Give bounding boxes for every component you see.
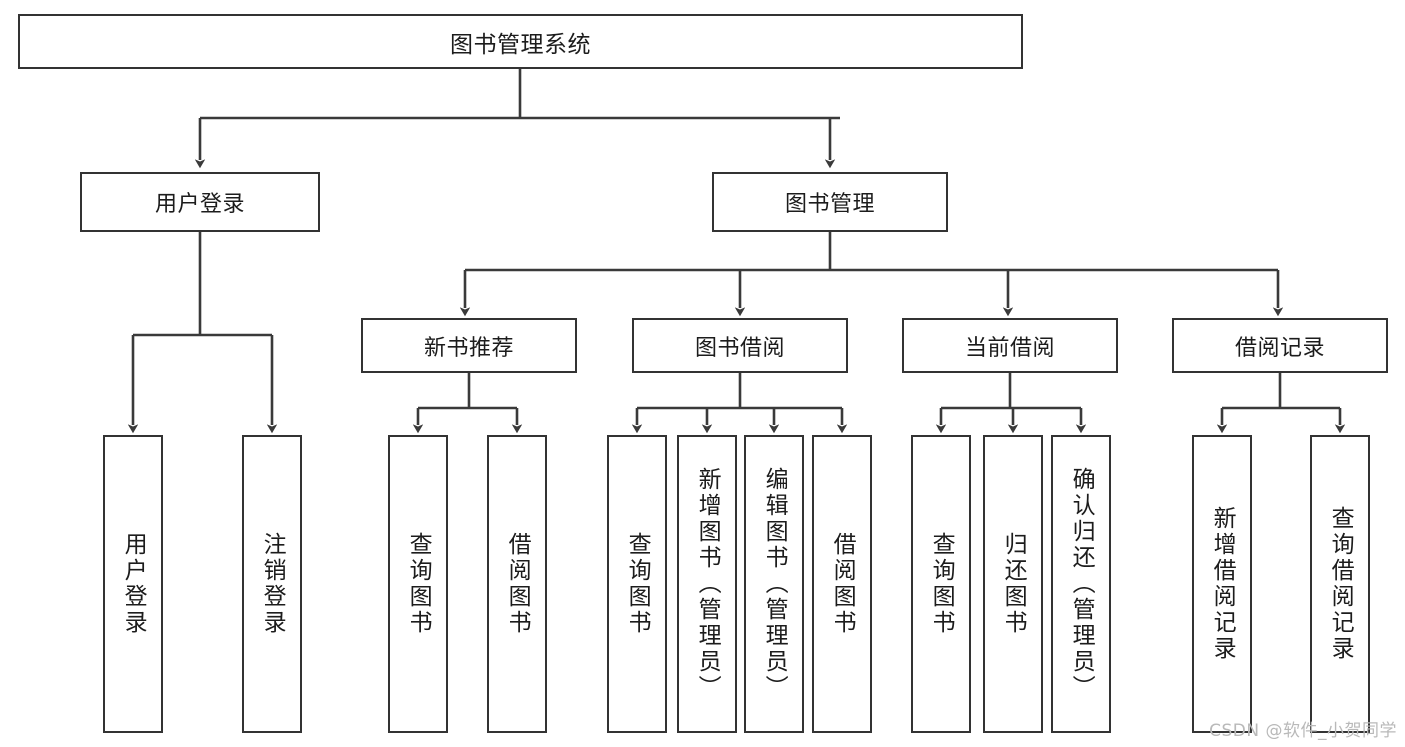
node-borrow-record[interactable]: 借阅记录 (1172, 318, 1388, 373)
node-leaf-query-borrow-record[interactable]: 查询借阅记录 (1310, 435, 1370, 733)
connector-userlogin-to-leaves (127, 232, 278, 434)
node-book-borrow[interactable]: 图书借阅 (632, 318, 848, 373)
connector-borrowrecord-to-leaves (1216, 373, 1346, 434)
node-leaf-borrow-book-1-label: 借阅图书 (504, 532, 531, 636)
node-leaf-add-borrow-record[interactable]: 新增借阅记录 (1192, 435, 1252, 733)
connector-bookmgmt-to-level3 (459, 232, 1284, 317)
node-leaf-borrow-book-2-label: 借阅图书 (829, 532, 856, 636)
node-root-label: 图书管理系统 (450, 31, 591, 58)
node-new-book-recommend[interactable]: 新书推荐 (361, 318, 577, 373)
node-leaf-query-borrow-record-label: 查询借阅记录 (1327, 506, 1354, 662)
connector-currentborrow-to-leaves (935, 373, 1087, 434)
connector-newbook-to-leaves (412, 373, 523, 434)
node-leaf-confirm-return-admin-label: 确认归还（管理员） (1068, 467, 1095, 701)
node-leaf-add-borrow-record-label: 新增借阅记录 (1209, 506, 1236, 662)
node-leaf-borrow-book-1[interactable]: 借阅图书 (487, 435, 547, 733)
node-leaf-borrow-book-2[interactable]: 借阅图书 (812, 435, 872, 733)
node-leaf-query-book-3[interactable]: 查询图书 (911, 435, 971, 733)
node-leaf-query-book-3-label: 查询图书 (928, 532, 955, 636)
node-leaf-edit-book-admin-label: 编辑图书（管理员） (761, 467, 788, 701)
node-leaf-confirm-return-admin[interactable]: 确认归还（管理员） (1051, 435, 1111, 733)
node-leaf-logout-login-label: 注销登录 (259, 532, 286, 636)
node-current-borrow[interactable]: 当前借阅 (902, 318, 1118, 373)
node-leaf-edit-book-admin[interactable]: 编辑图书（管理员） (744, 435, 804, 733)
node-leaf-query-book-2-label: 查询图书 (624, 532, 651, 636)
node-leaf-add-book-admin-label: 新增图书（管理员） (694, 467, 721, 701)
node-leaf-query-book-2[interactable]: 查询图书 (607, 435, 667, 733)
node-borrow-record-label: 借阅记录 (1234, 335, 1325, 361)
connector-bookborrow-to-leaves (631, 373, 848, 434)
connector-root-to-level2 (194, 69, 840, 169)
node-book-borrow-label: 图书借阅 (694, 335, 785, 361)
node-current-borrow-label: 当前借阅 (964, 335, 1055, 361)
node-leaf-query-book-1-label: 查询图书 (405, 532, 432, 636)
node-leaf-return-book[interactable]: 归还图书 (983, 435, 1043, 733)
node-book-management[interactable]: 图书管理 (712, 172, 948, 232)
node-leaf-user-login-label: 用户登录 (120, 532, 147, 636)
node-root[interactable]: 图书管理系统 (18, 14, 1023, 69)
node-user-login-label: 用户登录 (154, 192, 245, 217)
node-book-management-label: 图书管理 (784, 192, 875, 217)
node-user-login[interactable]: 用户登录 (80, 172, 320, 232)
node-leaf-query-book-1[interactable]: 查询图书 (388, 435, 448, 733)
node-leaf-user-login[interactable]: 用户登录 (103, 435, 163, 733)
node-new-book-recommend-label: 新书推荐 (423, 335, 514, 361)
node-leaf-return-book-label: 归还图书 (1000, 532, 1027, 636)
node-leaf-add-book-admin[interactable]: 新增图书（管理员） (677, 435, 737, 733)
node-leaf-logout-login[interactable]: 注销登录 (242, 435, 302, 733)
